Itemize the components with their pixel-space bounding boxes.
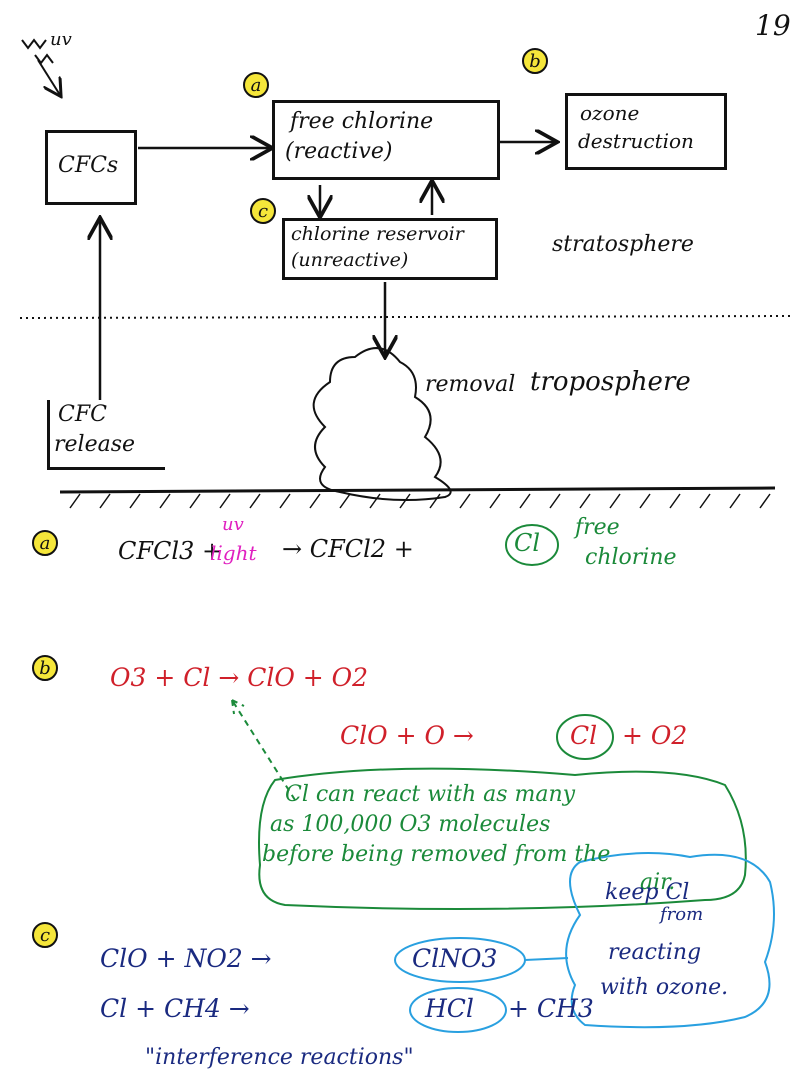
reaction-b-line1: O3 + Cl → ClO + O2 [110, 663, 369, 692]
ozone-destruction-box: ozone destruction [565, 93, 727, 170]
ozone-label: ozone [580, 101, 640, 125]
green-note-line4: air. [640, 870, 676, 895]
uv-arrow [37, 59, 60, 95]
reaction-b-line2-left: ClO + O → [340, 721, 474, 750]
reaction-c-hcl: HCl [425, 994, 474, 1023]
release-label: release [54, 432, 136, 457]
hcl-circle [409, 987, 507, 1033]
reaction-c-line2-left: Cl + CH4 → [100, 994, 250, 1023]
reaction-c-clno3: ClNO3 [412, 944, 498, 973]
removal-label: removal [425, 372, 516, 397]
reaction-c-line2-right: + CH3 [508, 994, 594, 1023]
blue-note-line2: from [660, 904, 704, 925]
light-text: light [210, 541, 257, 565]
green-note-cloud [258, 767, 747, 910]
green-note-line1: Cl can react with as many [285, 782, 576, 807]
marker-c: c [250, 198, 276, 224]
uv-label: uv [50, 29, 72, 50]
cloud [312, 347, 452, 502]
marker-a: a [243, 72, 269, 98]
reaction-a-cl: Cl [514, 529, 541, 557]
green-note-line3: before being removed from the [262, 842, 611, 867]
connector [524, 957, 569, 961]
stratosphere-label: stratosphere [552, 232, 694, 257]
chlorine-note: chlorine [585, 545, 677, 570]
chlorine-reservoir-box: chlorine reservoir (unreactive) [282, 218, 498, 280]
tropopause-dotted-line [19, 315, 791, 319]
marker-b-reaction: b [32, 655, 58, 681]
destruction-label: destruction [578, 129, 694, 153]
free-note: free [575, 515, 620, 540]
reaction-b-line2-right: + O2 [622, 721, 688, 750]
reaction-b-cl: Cl [570, 721, 598, 750]
green-note-line2: as 100,000 O3 molecules [270, 812, 551, 837]
unreactive-label: (unreactive) [291, 249, 409, 271]
uv-squiggle [21, 38, 54, 65]
marker-b: b [522, 48, 548, 74]
uv-text: uv [222, 514, 244, 535]
blue-note-line4: with ozone. [600, 975, 729, 1000]
interference-label: "interference reactions" [145, 1045, 414, 1070]
ground-line [59, 486, 776, 494]
cl-green-circle-b [556, 714, 614, 760]
marker-a-reaction: a [32, 530, 58, 556]
blue-note-line1: keep Cl [605, 880, 690, 905]
marker-c-reaction: c [32, 922, 58, 948]
reservoir-label: chlorine reservoir [291, 223, 464, 245]
reactive-label: (reactive) [285, 139, 393, 164]
page-number: 19 [755, 9, 791, 42]
troposphere-label: troposphere [530, 367, 691, 397]
reaction-a-right: → CFCl2 + [282, 535, 414, 563]
ground-hatch [69, 493, 771, 509]
cl-green-circle [505, 524, 559, 566]
dashed-arrow [231, 699, 296, 801]
reaction-a-left: CFCl3 + [118, 537, 223, 565]
free-chlorine-label: free chlorine [290, 109, 434, 134]
cfcs-box: CFCs [45, 130, 137, 205]
cfc-release-box: CFC release [47, 400, 165, 470]
free-chlorine-box: free chlorine (reactive) [272, 100, 500, 180]
blue-note-line3: reacting [608, 940, 702, 965]
reaction-c-line1-left: ClO + NO2 → [100, 944, 272, 973]
cfc-label: CFC [58, 402, 107, 427]
blue-note-cloud [565, 852, 775, 1029]
cfcs-label: CFCs [58, 153, 119, 178]
